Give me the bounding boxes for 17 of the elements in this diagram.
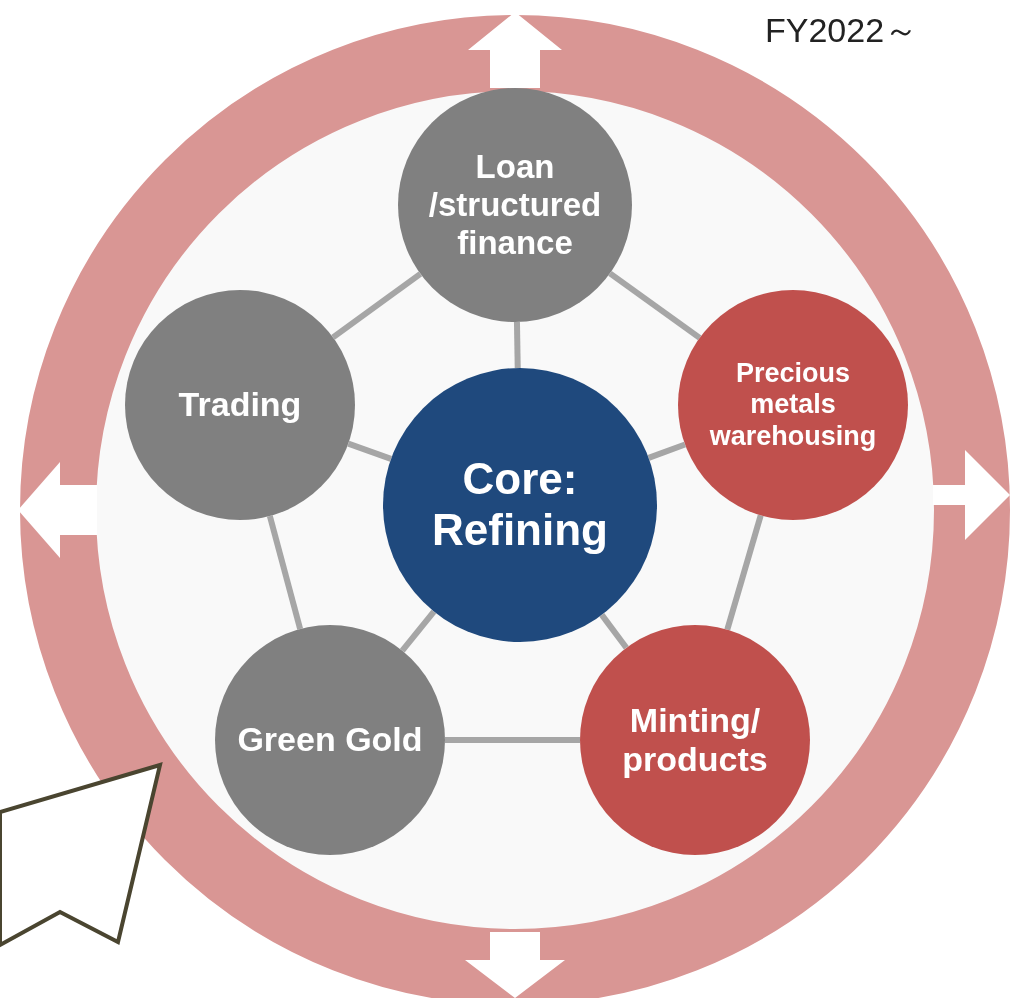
connector-line (347, 440, 392, 462)
connector-line (266, 515, 304, 630)
period-label: FY2022～ (765, 10, 919, 51)
node-text: Green Gold (237, 720, 423, 760)
connector-line (608, 270, 702, 341)
node-text: Loan /structured finance (427, 148, 603, 262)
connector-line (445, 737, 580, 743)
connector-line (331, 271, 423, 340)
connector-line (513, 321, 521, 369)
node-text: Minting/ products (621, 700, 769, 780)
node-text: Trading (178, 385, 302, 425)
connector-line (599, 613, 629, 650)
connector-line (647, 441, 687, 461)
node-text: Precious metals warehousing (708, 358, 878, 452)
connector-line (399, 609, 437, 653)
connector-line (724, 514, 764, 631)
node-text: Core: Refining (431, 454, 609, 556)
